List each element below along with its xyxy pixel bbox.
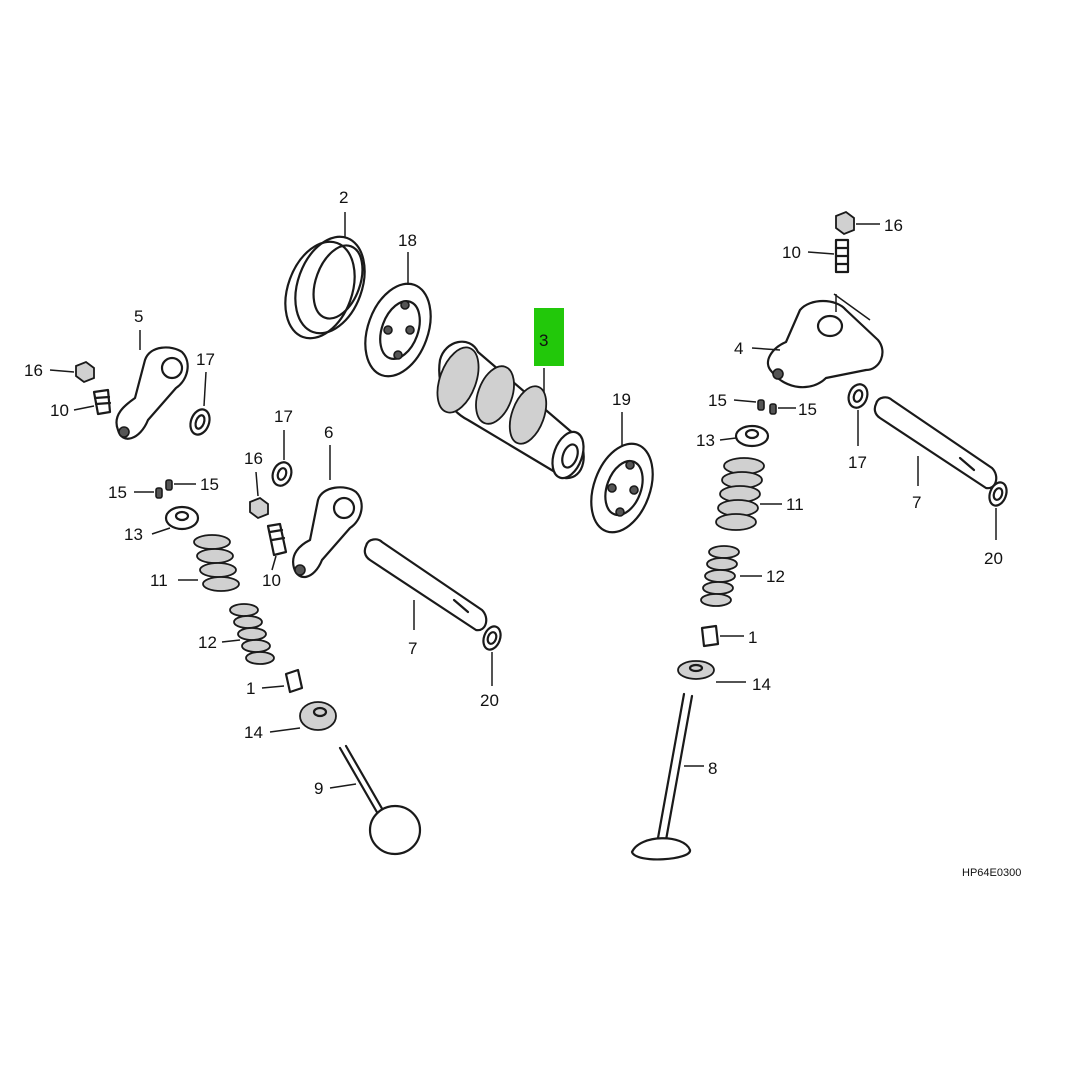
- leader-13a: [151, 527, 171, 535]
- part-10-screw-left: [92, 388, 112, 416]
- part-10-screw-mid: [266, 522, 288, 557]
- part-16-nut-right: [835, 210, 855, 236]
- part-1-seal-left: [284, 668, 304, 694]
- leader-17a: [203, 371, 207, 407]
- callout-15-left-a: 15: [108, 483, 127, 502]
- part-12-spring-right: [700, 545, 740, 607]
- part-20-clip-right: [988, 481, 1008, 507]
- part-16-nut-mid: [249, 496, 269, 520]
- callout-20-mid: 20: [480, 691, 499, 710]
- part-16-nut-left: [75, 360, 95, 384]
- part-3-camshaft: [436, 340, 585, 480]
- part-2-ring: [284, 235, 366, 340]
- part-13-retainer-right: [734, 424, 770, 448]
- part-14-seat-left: [299, 701, 337, 731]
- leader-10a: [73, 405, 95, 411]
- part-15-cotters-right: [757, 399, 777, 415]
- leader-15c: [733, 399, 757, 403]
- part-4-rocker-arm: [766, 293, 884, 389]
- part-7-shaft-mid: [363, 538, 488, 632]
- callout-1-left: 1: [246, 679, 255, 698]
- part-17-washer-left: [189, 408, 211, 436]
- callout-7-mid: 7: [408, 639, 417, 658]
- callout-5: 5: [134, 307, 143, 326]
- callout-16-left: 16: [24, 361, 43, 380]
- callout-10-left: 10: [50, 401, 69, 420]
- callout-7-right: 7: [912, 493, 921, 512]
- callout-12-right: 12: [766, 567, 785, 586]
- part-14-seat-right: [677, 660, 715, 680]
- callout-18: 18: [398, 231, 417, 250]
- callout-8: 8: [708, 759, 717, 778]
- callout-14-right: 14: [752, 675, 771, 694]
- part-8-valve: [630, 692, 694, 861]
- callout-17-mid: 17: [274, 407, 293, 426]
- leader-9: [329, 783, 357, 789]
- callout-10-mid: 10: [262, 571, 281, 590]
- part-6-rocker-arm: [292, 486, 363, 578]
- part-7-shaft-right: [873, 396, 998, 490]
- part-11-spring-left: [193, 534, 240, 592]
- callout-10-right: 10: [782, 243, 801, 262]
- highlight-box-3: [534, 308, 564, 366]
- callout-20-right: 20: [984, 549, 1003, 568]
- part-5-rocker-arm: [115, 346, 189, 440]
- part-20-clip-mid: [482, 625, 502, 651]
- callout-2: 2: [339, 188, 348, 207]
- callout-14-left: 14: [244, 723, 263, 742]
- diagram-reference-code: HP64E0300: [962, 867, 1021, 879]
- leader-10b: [271, 555, 277, 571]
- part-17-washer-mid: [271, 461, 293, 487]
- leader-4: [751, 347, 781, 351]
- leader-16b: [255, 471, 259, 497]
- callout-11-right: 11: [786, 495, 804, 514]
- part-15-cotters-left: [155, 479, 173, 499]
- part-18-bearing: [364, 282, 432, 378]
- leader-16a: [49, 369, 75, 373]
- callout-13-left: 13: [124, 525, 143, 544]
- callout-15-right-a: 15: [708, 391, 727, 410]
- part-17-washer-right: [847, 383, 869, 409]
- callout-17-left: 17: [196, 350, 215, 369]
- leader-10c: [807, 251, 835, 255]
- callout-19: 19: [612, 390, 631, 409]
- leader-13b: [719, 437, 737, 441]
- callout-4: 4: [734, 339, 743, 358]
- callout-16-right: 16: [884, 216, 903, 235]
- part-11-spring-right: [715, 457, 765, 531]
- callout-16-mid: 16: [244, 449, 263, 468]
- part-1-seal-right: [700, 624, 720, 648]
- callout-3: 3: [539, 331, 548, 350]
- part-10-screw-right: [834, 238, 850, 274]
- callout-11-left: 11: [150, 571, 168, 590]
- callout-13-right: 13: [696, 431, 715, 450]
- callout-15-left-b: 15: [200, 475, 219, 494]
- leader-12a: [221, 639, 241, 643]
- leader-14a: [269, 727, 301, 733]
- part-12-spring-left: [229, 603, 275, 665]
- part-19-bearing: [590, 442, 654, 534]
- callout-1-right: 1: [748, 628, 757, 647]
- callout-15-right-b: 15: [798, 400, 817, 419]
- callout-9: 9: [314, 779, 323, 798]
- part-9-valve: [338, 744, 422, 856]
- callout-6: 6: [324, 423, 333, 442]
- leader-1a: [261, 685, 285, 689]
- part-13-retainer-left: [164, 505, 200, 531]
- callout-17-right: 17: [848, 453, 867, 472]
- callout-12-left: 12: [198, 633, 217, 652]
